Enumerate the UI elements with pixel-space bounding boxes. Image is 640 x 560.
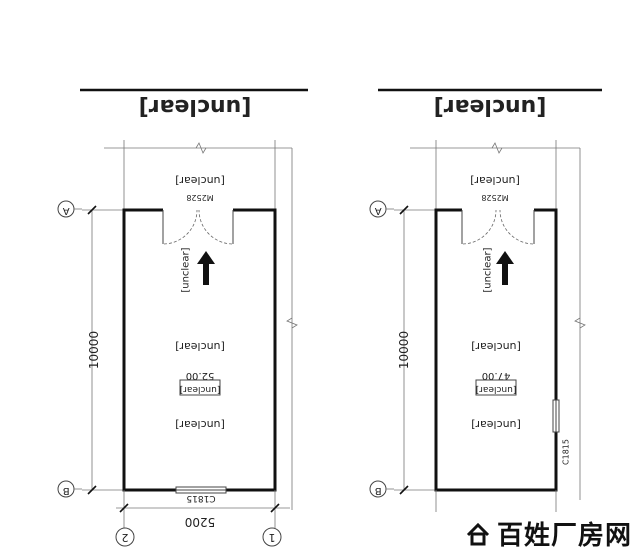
plan-left-road-label: [unclear] xyxy=(175,174,225,187)
plan-right-entrance-label: [unclear] xyxy=(483,247,494,292)
plan-left-dim-width: 5200 xyxy=(185,515,216,529)
plan-left-height-label: [unclear] xyxy=(175,340,225,353)
watermark: 百姓厂房网 xyxy=(465,515,632,552)
plan-left-area-label: [unclear] xyxy=(180,384,221,394)
plan-left-axis-2: 2 xyxy=(122,531,129,544)
plan-right-window-code: C1815 xyxy=(562,439,571,465)
plan-left-area-value: 52.00 xyxy=(186,370,215,381)
plan-left-axis-b: B xyxy=(63,485,70,496)
plan-right-area-label: [unclear] xyxy=(476,384,517,394)
plan-right-title: [unclear] xyxy=(434,94,547,119)
plan-right-area-value: 47.00 xyxy=(482,370,511,381)
plan-left-entrance-arrow-icon xyxy=(197,251,215,285)
house-logo-icon xyxy=(466,522,490,545)
plan-left-title: [unclear] xyxy=(139,94,252,119)
plan-right-door-swing xyxy=(461,209,497,245)
plan-left-room-name: [unclear] xyxy=(175,418,225,431)
plan-right: [unclear] [unclear] M2528 10000 A B C181… xyxy=(369,88,602,512)
plan-right-axis-a: A xyxy=(375,205,382,216)
plan-left-axis-1: 1 xyxy=(269,531,276,544)
plan-right-dim-height: 10000 xyxy=(397,331,411,369)
plan-left-door-code: M2528 xyxy=(186,193,213,202)
plan-right-door-code: M2528 xyxy=(481,193,508,202)
plan-right-axis-b: B xyxy=(375,485,382,496)
plan-right-height-label: [unclear] xyxy=(471,340,521,353)
plan-left-window-code: C1815 xyxy=(186,493,215,503)
plan-left-walls xyxy=(122,208,176,492)
plan-right-entrance-arrow-icon xyxy=(496,251,514,285)
plan-right-road-label: [unclear] xyxy=(470,174,520,187)
plan-left: [unclear] [unclear] M2528 10000 A B xyxy=(57,88,308,547)
plan-right-room-name: [unclear] xyxy=(471,418,521,431)
watermark-text: 百姓厂房网 xyxy=(496,521,632,551)
plan-left-axis-a: A xyxy=(63,205,70,216)
plan-left-entrance-label: [unclear] xyxy=(181,247,192,292)
plan-left-dim-height: 10000 xyxy=(87,331,101,369)
plan-left-door-swing xyxy=(162,209,198,245)
